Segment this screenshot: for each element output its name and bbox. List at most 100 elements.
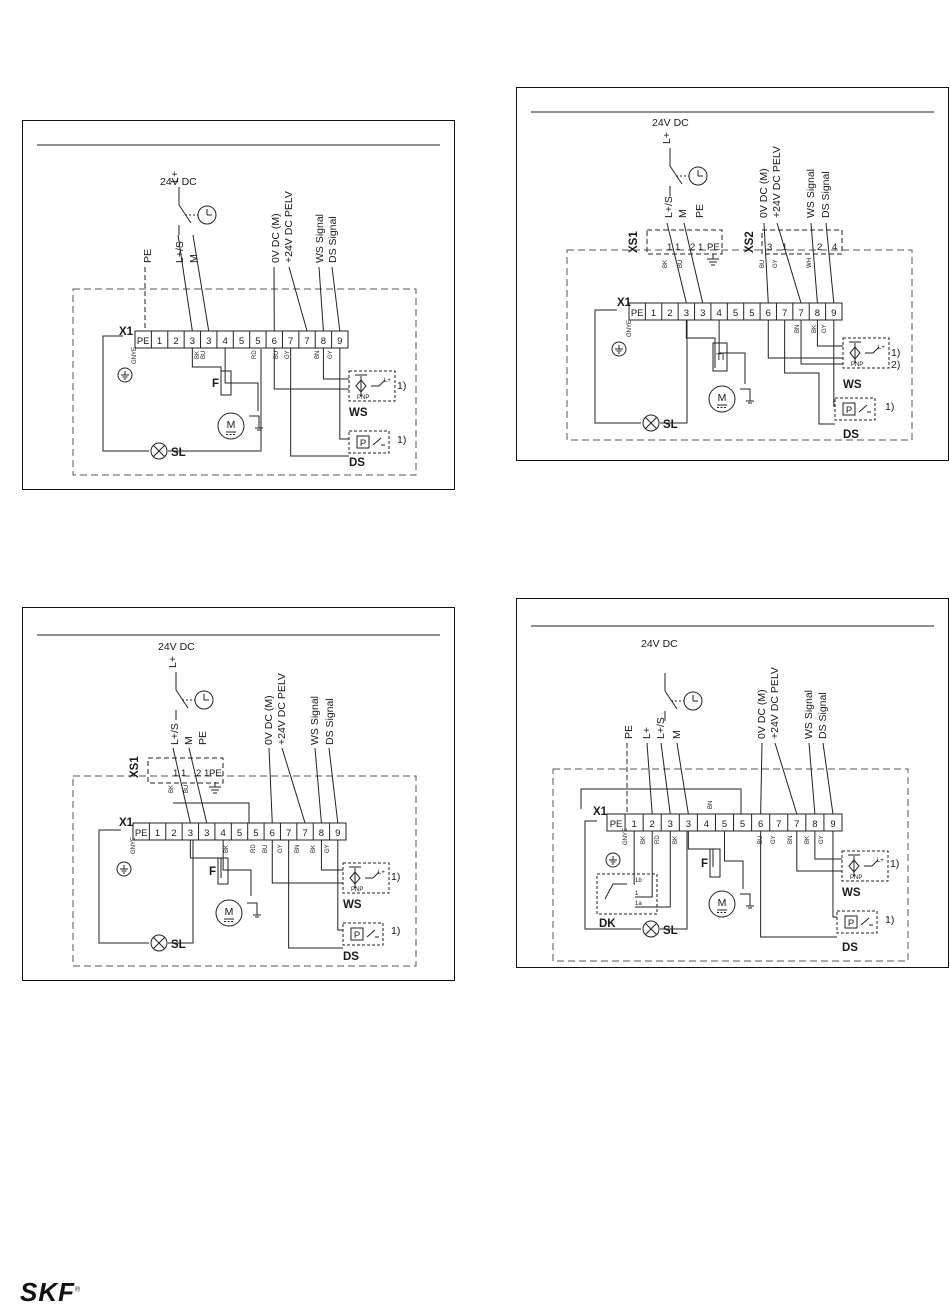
contact-1a: 1a bbox=[635, 901, 642, 907]
pressure-switch-symbol bbox=[836, 910, 878, 934]
ds-signal-label: DS Signal bbox=[817, 692, 829, 739]
wire-color-label: BK bbox=[169, 785, 175, 793]
terminal-label: 5 bbox=[237, 828, 242, 839]
lplus-label: L+ bbox=[167, 656, 179, 668]
ds-wire bbox=[290, 348, 349, 457]
note-1: 1) bbox=[885, 401, 894, 413]
pressure-switch-symbol bbox=[842, 402, 856, 416]
supply-wire bbox=[660, 742, 671, 815]
pressure-switch-p: P bbox=[354, 930, 360, 941]
terminal-label: 1 bbox=[631, 819, 636, 830]
wire-color-label: BK bbox=[641, 836, 647, 844]
wire-color-label: RD bbox=[252, 350, 258, 359]
terminal-label: 6 bbox=[766, 308, 771, 319]
wire-color-label: BU bbox=[263, 845, 269, 853]
main-switch-symbol bbox=[178, 204, 192, 224]
terminal-label: 5 bbox=[255, 336, 260, 347]
wire-color-label: BU bbox=[201, 351, 207, 359]
wire-color-label: BN bbox=[788, 836, 794, 844]
terminal-label: 3 bbox=[204, 828, 209, 839]
wire-color-label: BK bbox=[805, 836, 811, 844]
terminal-label: 1 bbox=[155, 828, 160, 839]
pnp-label: PNP bbox=[850, 875, 862, 881]
connector-pin: 1 bbox=[667, 242, 672, 253]
main-switch-symbol bbox=[669, 165, 683, 185]
note-1: 1) bbox=[391, 871, 400, 883]
terminal-label: 7 bbox=[302, 828, 307, 839]
earth-circle-symbol bbox=[605, 852, 621, 868]
terminal-label: 9 bbox=[830, 819, 835, 830]
motor-wire bbox=[189, 840, 222, 878]
motor-earth bbox=[249, 415, 260, 428]
terminal-label: 3 bbox=[686, 819, 691, 830]
ws-label: WS bbox=[349, 407, 368, 419]
motor-label: M bbox=[227, 419, 236, 431]
terminal-label: 4 bbox=[716, 308, 721, 319]
terminal-label: 3 bbox=[206, 336, 211, 347]
ws-wire bbox=[273, 348, 349, 390]
signal-lamp-symbol bbox=[150, 442, 168, 460]
connector-pin: 2 bbox=[196, 768, 201, 779]
ds-label: DS bbox=[349, 457, 365, 469]
level-switch-symbol bbox=[841, 850, 889, 882]
terminal-label: 9 bbox=[337, 336, 342, 347]
pressure-switch-symbol bbox=[350, 927, 364, 941]
external-wire bbox=[810, 222, 818, 304]
motor-wire bbox=[224, 348, 259, 411]
thermal-contact-symbol bbox=[596, 873, 658, 915]
pressure-switch-symbol bbox=[834, 397, 876, 421]
ws-signal-label: WS Signal bbox=[314, 214, 326, 263]
pnp-label: PNP bbox=[351, 887, 363, 893]
supply-wire bbox=[646, 742, 653, 815]
m-label: M bbox=[188, 254, 200, 263]
gnye-label: GNYE bbox=[627, 320, 633, 337]
level-switch-theta: L+ bbox=[878, 345, 885, 351]
terminal-label: 4 bbox=[704, 819, 709, 830]
ds-wire bbox=[337, 840, 343, 931]
zero-v-label: 0V DC (M) bbox=[263, 695, 275, 745]
pnp-label: PNP bbox=[357, 395, 369, 401]
lplus-s-label: L+/S bbox=[174, 241, 186, 263]
wire-color-label: GY bbox=[328, 350, 334, 359]
connector-pin: 2 bbox=[817, 242, 822, 253]
terminal-label: 8 bbox=[319, 828, 324, 839]
ws-label: WS bbox=[842, 887, 861, 899]
terminal-label: 3 bbox=[190, 336, 195, 347]
terminal-label: 3 bbox=[188, 828, 193, 839]
terminal-label: 5 bbox=[239, 336, 244, 347]
supply-label: 24V DC bbox=[652, 117, 689, 129]
plus24-label: +24V DC PELV bbox=[276, 673, 288, 745]
note-1: 1) bbox=[885, 914, 894, 926]
terminal-label: 7 bbox=[794, 819, 799, 830]
terminal-label: 2 bbox=[171, 828, 176, 839]
ws-wire bbox=[814, 831, 842, 860]
feed-wire bbox=[580, 788, 742, 814]
wire-color-label: GY bbox=[278, 844, 284, 853]
level-switch-symbol bbox=[842, 337, 890, 369]
terminal-label: 2 bbox=[667, 308, 672, 319]
terminal-label: 7 bbox=[288, 336, 293, 347]
ds-label: DS bbox=[842, 942, 858, 954]
motor-earth bbox=[740, 893, 751, 906]
wire-color-label: BU bbox=[274, 351, 280, 359]
connector-pin: PE bbox=[209, 768, 222, 779]
device-boundary bbox=[72, 775, 417, 967]
feed-wire bbox=[173, 802, 250, 823]
ds-wire bbox=[784, 320, 835, 425]
wire-color-label: RD bbox=[655, 835, 661, 844]
wire-color-label: BK bbox=[311, 845, 317, 853]
supply-label: 24V DC bbox=[158, 641, 195, 653]
note-2: 2) bbox=[891, 359, 900, 371]
signal-lamp-label: SL bbox=[171, 939, 186, 951]
signal-lamp-symbol bbox=[645, 923, 657, 935]
ds-signal-label: DS Signal bbox=[820, 171, 832, 218]
external-wire bbox=[822, 742, 834, 815]
x1-label: X1 bbox=[593, 806, 608, 818]
fuse-symbol bbox=[709, 848, 721, 878]
level-switch-symbol bbox=[871, 859, 879, 867]
signal-lamp-symbol bbox=[153, 937, 165, 949]
supply-wire bbox=[683, 222, 704, 304]
